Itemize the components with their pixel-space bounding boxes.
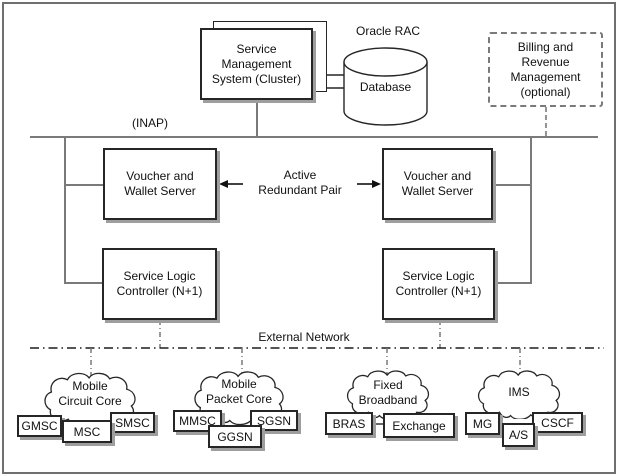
- edge-box-exchange: Exchange: [383, 413, 455, 438]
- edge-box-ggsn: GGSN: [208, 425, 262, 448]
- service-logic-controller-right-label: Service Logic Controller (N+1): [395, 269, 482, 298]
- cloud-label-mobile-circuit-core: Mobile Circuit Core: [58, 379, 122, 408]
- edge-box-mmsc-label: MMSC: [179, 414, 216, 428]
- edge-box-mg: MG: [465, 412, 500, 435]
- service-logic-controller-left-label: Service Logic Controller (N+1): [116, 269, 203, 298]
- billing-revenue-management-label: Billing and Revenue Management (optional…: [510, 39, 581, 99]
- edge-box-bras-label: BRAS: [332, 416, 366, 431]
- edge-box-bras: BRAS: [325, 412, 373, 435]
- edge-box-gmsc: GMSC: [17, 415, 62, 437]
- voucher-wallet-server-right-label: Voucher and Wallet Server: [401, 169, 474, 198]
- edge-box-as-label: A/S: [508, 428, 529, 442]
- service-management-system-label: Service Management System (Cluster): [211, 41, 302, 86]
- edge-box-msc: MSC: [62, 420, 112, 443]
- edge-box-cscf: CSCF: [532, 412, 583, 433]
- external-network-label: External Network: [258, 330, 350, 344]
- edge-box-sgsn-label: SGSN: [256, 413, 291, 428]
- edge-box-mg-label: MG: [472, 416, 493, 431]
- active-redundant-pair-label: Active Redundant Pair: [258, 168, 342, 197]
- right-arrowhead-icon: [372, 180, 381, 188]
- oracle-rac-label: Oracle RAC: [355, 24, 420, 38]
- database-cylinder-top: [343, 47, 428, 77]
- voucher-wallet-server-left-box: Voucher and Wallet Server: [103, 148, 217, 220]
- billing-revenue-management-box: Billing and Revenue Management (optional…: [488, 32, 603, 107]
- voucher-wallet-server-left-label: Voucher and Wallet Server: [124, 169, 196, 198]
- left-arrowhead-icon: [219, 180, 228, 188]
- cloud-label-fixed-broadband: Fixed Broadband: [358, 378, 418, 407]
- service-management-system-box: Service Management System (Cluster): [200, 28, 313, 100]
- edge-box-exchange-label: Exchange: [392, 418, 446, 433]
- edge-box-cscf-label: CSCF: [541, 415, 574, 430]
- edge-box-as: A/S: [502, 423, 535, 447]
- edge-box-smsc-label: SMSC: [115, 415, 150, 430]
- inap-label: (INAP): [132, 116, 168, 130]
- service-logic-controller-left-box: Service Logic Controller (N+1): [102, 248, 217, 320]
- database-label: Database: [359, 80, 412, 94]
- edge-box-ggsn-label: GGSN: [217, 429, 253, 444]
- cloud-label-ims: IMS: [508, 384, 530, 399]
- service-logic-controller-right-box: Service Logic Controller (N+1): [382, 248, 495, 320]
- cloud-label-mobile-packet-core: Mobile Packet Core: [205, 377, 273, 406]
- edge-box-smsc: SMSC: [110, 412, 155, 433]
- edge-box-msc-label: MSC: [73, 424, 101, 439]
- database-cylinder-body: [343, 62, 428, 126]
- voucher-wallet-server-right-box: Voucher and Wallet Server: [382, 148, 493, 220]
- edge-box-gmsc-label: GMSC: [21, 419, 58, 433]
- edge-box-sgsn: SGSN: [250, 410, 298, 431]
